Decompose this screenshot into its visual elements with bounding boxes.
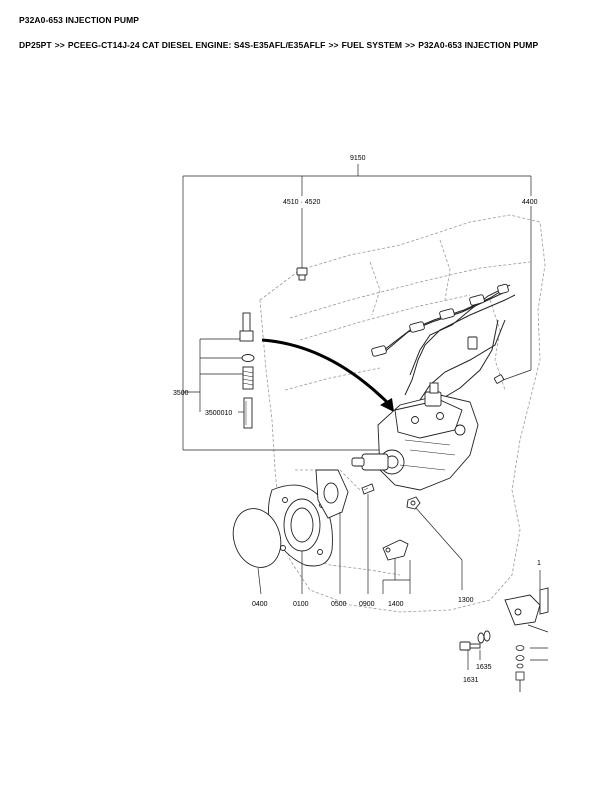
- part-0400-cover-plate[interactable]: [226, 502, 288, 573]
- breadcrumb-item-model[interactable]: DP25PT: [19, 40, 52, 50]
- part-side-bracket[interactable]: [504, 587, 549, 633]
- part-1400-bracket[interactable]: [382, 539, 409, 561]
- breadcrumb-item-system[interactable]: FUEL SYSTEM: [341, 40, 403, 50]
- part-0500-gasket[interactable]: [315, 469, 349, 519]
- engine-block-outline: [259, 214, 546, 613]
- injector-nozzles: [371, 283, 509, 384]
- breadcrumb-item-engine[interactable]: PCEEG-CT14J-24 CAT DIESEL ENGINE: S4S-E3…: [67, 40, 326, 50]
- injection-pump-body[interactable]: [351, 382, 479, 491]
- callout-0100[interactable]: 0100: [293, 601, 309, 608]
- callout-1[interactable]: 1: [537, 560, 541, 567]
- pointer-arrow: [261, 338, 394, 412]
- group-bracket-9150: [182, 164, 532, 451]
- breadcrumb-separator: >>: [54, 40, 65, 50]
- breadcrumb: DP25PT>>PCEEG-CT14J-24 CAT DIESEL ENGINE…: [19, 40, 538, 50]
- callout-leaders: [257, 494, 548, 670]
- callout-1635[interactable]: 1635: [476, 664, 492, 671]
- breadcrumb-separator: >>: [405, 40, 416, 50]
- callout-3500[interactable]: 3500: [173, 390, 189, 397]
- callout-4400[interactable]: 4400: [522, 199, 538, 206]
- callout-0400[interactable]: 0400: [252, 601, 268, 608]
- callout-1631[interactable]: 1631: [463, 677, 479, 684]
- injection-lines: [381, 284, 516, 401]
- part-4510-fitting[interactable]: [296, 267, 308, 281]
- callout-1300[interactable]: 1300: [458, 597, 474, 604]
- callout-1400[interactable]: 1400: [388, 601, 404, 608]
- callout-0900[interactable]: 0900: [359, 601, 375, 608]
- part-0900-stud[interactable]: [361, 483, 375, 495]
- callout-9150[interactable]: 9150: [350, 155, 366, 162]
- page-title: P32A0-653 INJECTION PUMP: [19, 15, 140, 25]
- part-1631-bolt[interactable]: [459, 630, 491, 651]
- callout-3500010[interactable]: 3500010: [205, 410, 232, 417]
- callout-0500[interactable]: 0500: [331, 601, 347, 608]
- breadcrumb-item-current: P32A0-653 INJECTION PUMP: [418, 40, 539, 50]
- callout-4510-4520[interactable]: 4510 · 4520: [283, 199, 320, 206]
- breadcrumb-separator: >>: [328, 40, 339, 50]
- callout-labels: 9150 4510 · 4520 4400 3500 3500010 0400 …: [173, 155, 541, 684]
- part-0100-gear-cover[interactable]: [268, 484, 333, 567]
- group-bracket-3500: [183, 338, 244, 413]
- part-small-hardware-stack[interactable]: [515, 645, 525, 693]
- part-1300-nut[interactable]: [406, 496, 421, 510]
- part-3500-delivery-valve[interactable]: [239, 312, 255, 429]
